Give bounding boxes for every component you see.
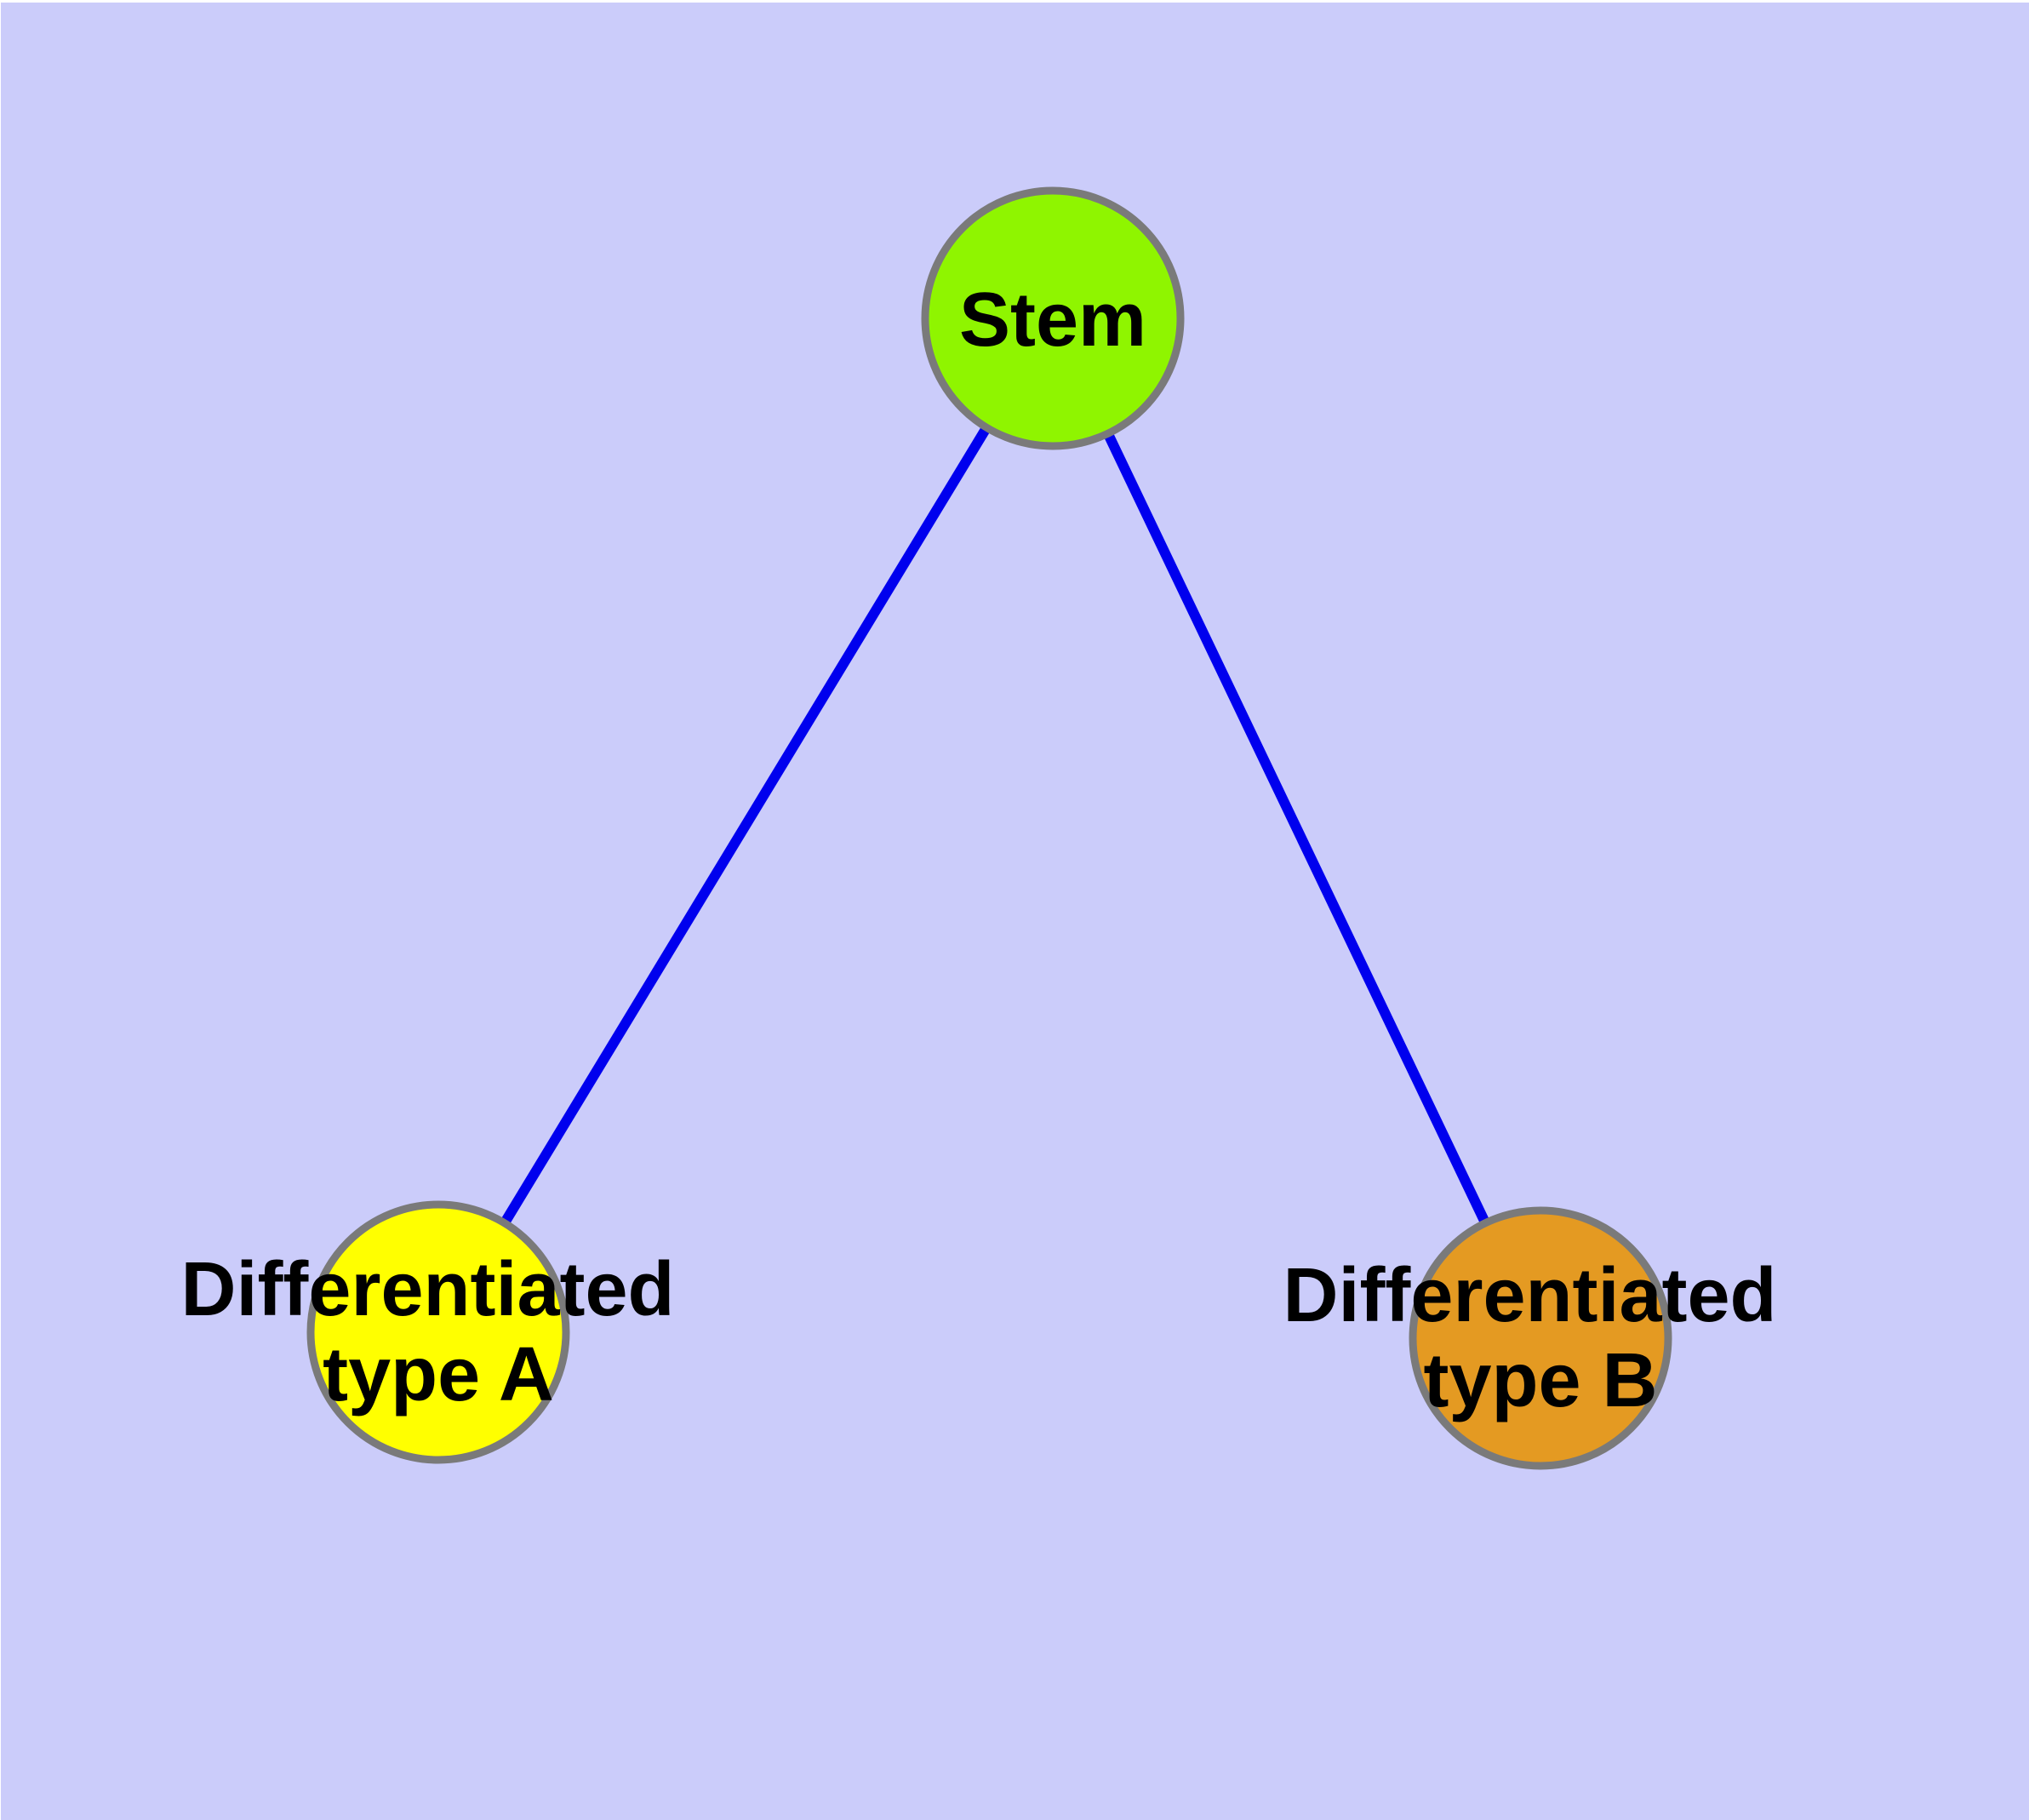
node-stem: Stem xyxy=(921,186,1185,450)
node-stem-label-line: Stem xyxy=(959,278,1146,363)
node-differentiated-type-b-label: Differentiated type B xyxy=(1283,1253,1798,1423)
node-differentiated-type-b-circle xyxy=(1409,1206,1672,1470)
node-differentiated-type-b-label-line1: Differentiated xyxy=(1283,1253,1776,1338)
node-stem-label: Stem xyxy=(959,278,1146,363)
node-differentiated-type-a: Differentiated type A xyxy=(180,1200,695,1464)
edge-layer xyxy=(500,425,1490,1226)
node-stem-circle xyxy=(921,186,1185,450)
node-differentiated-type-a-label-line2: type A xyxy=(323,1332,554,1417)
node-differentiated-type-a-label-line1: Differentiated xyxy=(180,1247,674,1332)
node-differentiated-type-a-circle xyxy=(306,1200,570,1464)
edge-stem-to-diff-b xyxy=(1103,431,1490,1226)
node-differentiated-type-a-label: Differentiated type A xyxy=(180,1247,695,1417)
node-differentiated-type-b-label-line2: type B xyxy=(1423,1338,1657,1423)
node-differentiated-type-b: Differentiated type B xyxy=(1283,1206,1798,1470)
edge-stem-to-diff-a xyxy=(500,425,992,1226)
